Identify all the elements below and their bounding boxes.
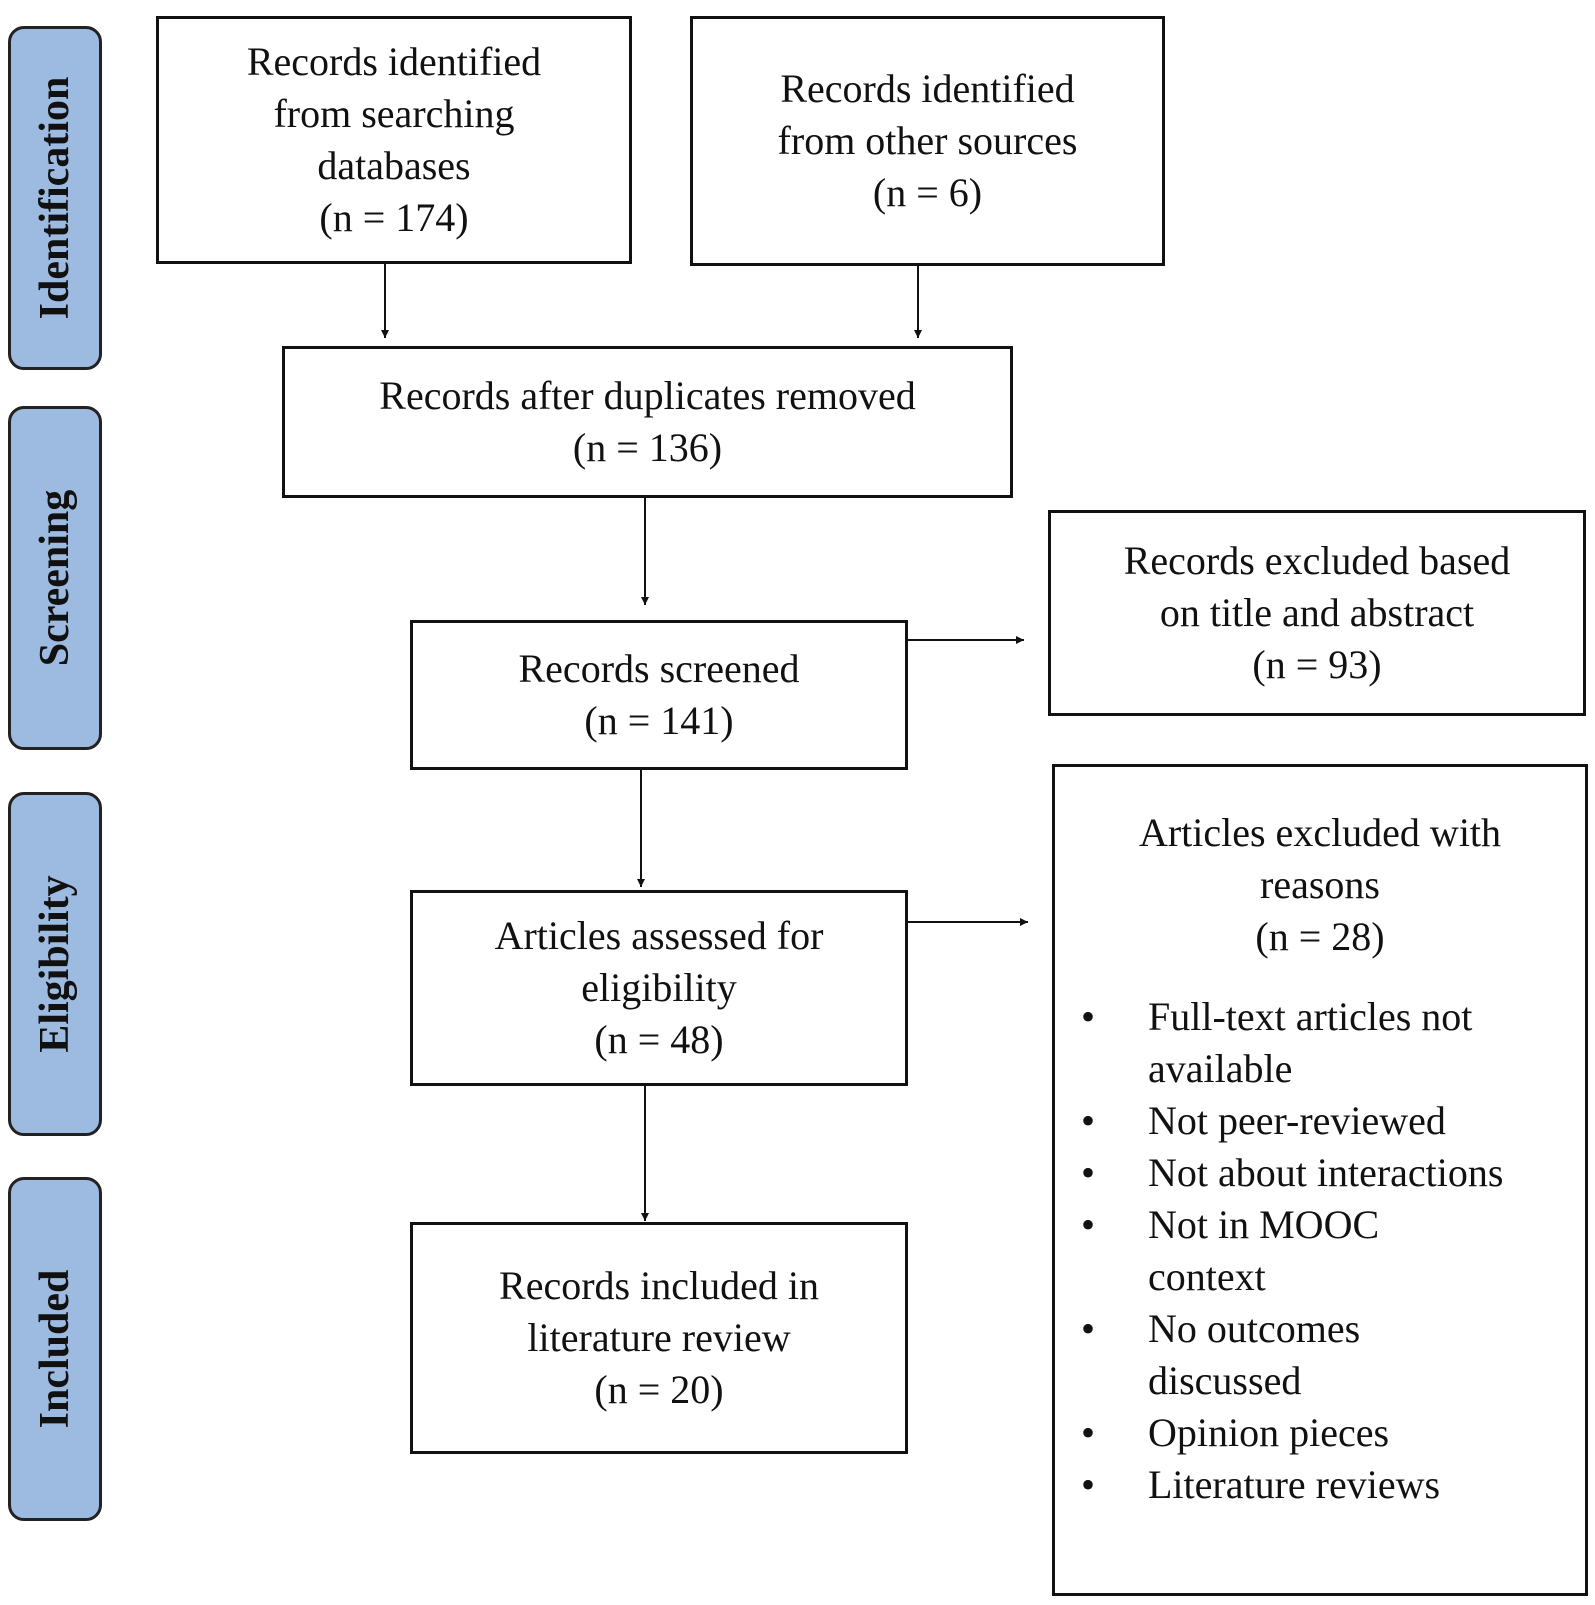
box-articles-assessed: Articles assessed for eligibility (n = 4… [410, 890, 908, 1086]
exclusion-reason: Not peer-reviewed [1055, 1095, 1585, 1147]
exclusion-reasons-list: Full-text articles not available Not pee… [1055, 991, 1585, 1511]
exclusion-reason: Not in MOOC context [1055, 1199, 1585, 1303]
box-articles-excluded-reasons: Articles excluded with reasons (n = 28) … [1052, 764, 1588, 1596]
exclusion-reason: Full-text articles not available [1055, 991, 1585, 1095]
exclusions-header: Articles excluded with reasons (n = 28) [1138, 810, 1502, 959]
box-records-excluded-title-abstract: Records excluded based on title and abst… [1048, 510, 1586, 716]
box-records-dedup: Records after duplicates removed (n = 13… [282, 346, 1013, 498]
exclusion-reason: Not about interactions [1055, 1147, 1585, 1199]
phase-included: Included [8, 1177, 102, 1521]
exclusion-reason: Opinion pieces [1055, 1407, 1585, 1459]
box-records-screened: Records screened (n = 141) [410, 620, 908, 770]
phase-identification: Identification [8, 26, 102, 370]
box-records-other-sources: Records identified from other sources (n… [690, 16, 1165, 266]
box-records-databases: Records identified from searching databa… [156, 16, 632, 264]
exclusion-reason: No outcomes discussed [1055, 1303, 1585, 1407]
exclusion-reason: Literature reviews [1055, 1459, 1585, 1511]
phase-screening: Screening [8, 406, 102, 750]
phase-eligibility: Eligibility [8, 792, 102, 1136]
box-records-included: Records included in literature review (n… [410, 1222, 908, 1454]
